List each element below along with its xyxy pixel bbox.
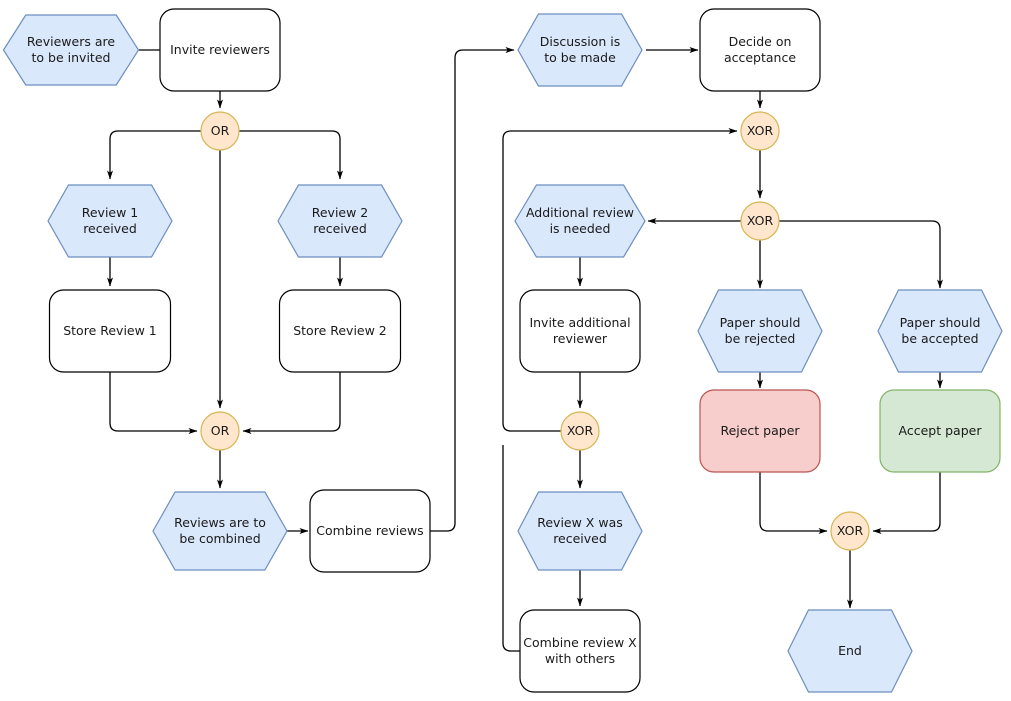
node-store-review2[interactable] (278, 289, 402, 373)
edge-combine-to-discussion (430, 47, 515, 532)
connector-circle (560, 411, 600, 451)
node-paper-rejected[interactable] (697, 289, 823, 373)
hexagon-shape (277, 184, 403, 258)
edge-orsplit-to-review2 (239, 130, 343, 180)
node-reject-paper[interactable] (699, 389, 821, 473)
node-accept-paper[interactable] (879, 389, 1001, 473)
hexagon-shape (517, 491, 643, 571)
node-review1-received[interactable] (47, 184, 173, 258)
node-xor-loop[interactable] (560, 411, 600, 451)
hexagon-shape (514, 184, 646, 258)
hexagon-shape (152, 491, 288, 571)
edge-store1-to-orjoin (109, 372, 198, 435)
edge-orsplit-to-review1 (106, 130, 201, 180)
node-discussion-made[interactable] (517, 13, 643, 87)
rounded-rect-shape (699, 8, 821, 92)
edge-xordecision-to-accepted (779, 220, 943, 289)
rounded-rect-shape (699, 389, 821, 473)
rounded-rect-shape (309, 489, 431, 573)
node-or-split[interactable] (200, 111, 240, 151)
hexagon-shape (877, 289, 1003, 373)
hexagon-shape (517, 13, 643, 87)
node-reviewx-received[interactable] (517, 491, 643, 571)
rounded-rect-shape (519, 289, 641, 373)
rounded-rect-shape (519, 609, 641, 693)
node-store-review1[interactable] (48, 289, 172, 373)
node-reviewers-invited[interactable] (2, 14, 140, 86)
connector-circle (830, 511, 870, 551)
edge-layer (106, 47, 943, 652)
node-review2-received[interactable] (277, 184, 403, 258)
node-end[interactable] (787, 609, 913, 693)
node-xor-end[interactable] (830, 511, 870, 551)
node-reviews-combined[interactable] (152, 491, 288, 571)
edge-accept-paper-to-xorend (872, 472, 941, 534)
node-decide-acceptance[interactable] (699, 8, 821, 92)
rounded-rect-shape (879, 389, 1001, 473)
node-xor-decision[interactable] (740, 201, 780, 241)
rounded-rect-shape (48, 289, 172, 373)
connector-circle (200, 411, 240, 451)
hexagon-shape (47, 184, 173, 258)
rounded-rect-shape (159, 8, 281, 92)
node-invite-reviewers[interactable] (159, 8, 281, 92)
node-combine-reviews[interactable] (309, 489, 431, 573)
hexagon-shape (697, 289, 823, 373)
edge-reject-paper-to-xorend (759, 472, 828, 535)
connector-circle (740, 111, 780, 151)
connector-circle (740, 201, 780, 241)
rounded-rect-shape (278, 289, 402, 373)
node-invite-additional[interactable] (519, 289, 641, 373)
node-paper-accepted[interactable] (877, 289, 1003, 373)
edge-store2-to-orjoin (242, 372, 341, 434)
node-combine-reviewx[interactable] (519, 609, 641, 693)
connector-circle (200, 111, 240, 151)
edge-combinex-to-rail (502, 445, 520, 652)
node-additional-review[interactable] (514, 184, 646, 258)
edge-xorloop-to-xortop (502, 128, 738, 432)
node-xor-top[interactable] (740, 111, 780, 151)
hexagon-shape (2, 14, 140, 86)
hexagon-shape (787, 609, 913, 693)
node-or-join[interactable] (200, 411, 240, 451)
